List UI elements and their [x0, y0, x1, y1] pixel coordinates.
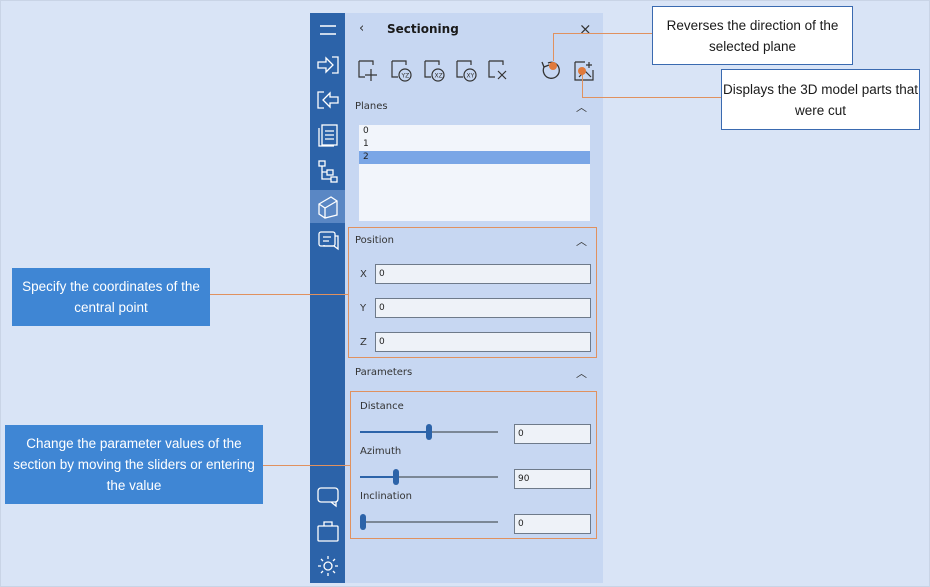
x-label: X: [360, 269, 367, 280]
svg-text:YZ: YZ: [401, 73, 410, 80]
z-coordinate-input[interactable]: 0: [375, 332, 591, 352]
plane-yz-icon[interactable]: YZ: [390, 59, 414, 83]
callout-line: [210, 294, 348, 295]
callout-line: [263, 465, 350, 466]
structure-tree-icon[interactable]: [315, 158, 340, 183]
y-label: Y: [360, 303, 367, 314]
list-item[interactable]: 0: [363, 126, 369, 136]
comments-icon[interactable]: [315, 228, 340, 253]
callout-marker: [578, 67, 586, 75]
planes-list[interactable]: 0 1 2: [359, 125, 590, 221]
inclination-slider-handle[interactable]: [360, 514, 366, 530]
azimuth-input[interactable]: 90: [514, 469, 591, 489]
azimuth-slider-handle[interactable]: [393, 469, 399, 485]
inclination-input[interactable]: 0: [514, 514, 591, 534]
callout-line: [553, 33, 554, 61]
svg-text:XY: XY: [467, 73, 475, 80]
position-highlight: [348, 227, 597, 358]
callout-line: [582, 74, 583, 97]
z-label: Z: [360, 337, 367, 348]
y-coordinate-input[interactable]: 0: [375, 298, 591, 318]
list-item[interactable]: 1: [363, 139, 369, 149]
list-item-selected[interactable]: 2: [359, 151, 590, 164]
menu-icon[interactable]: [315, 17, 340, 42]
azimuth-slider-fill: [360, 476, 396, 478]
position-heading: Position: [355, 235, 394, 246]
delete-plane-icon[interactable]: [487, 59, 511, 83]
plane-xy-icon[interactable]: XY: [455, 59, 479, 83]
plane-xz-icon[interactable]: XZ: [423, 59, 447, 83]
svg-text:XZ: XZ: [435, 73, 443, 80]
callout-parameters: Change the parameter values of the secti…: [5, 425, 263, 504]
back-button[interactable]: ‹: [359, 21, 365, 36]
planes-collapse-icon[interactable]: ︿: [576, 101, 587, 114]
chat-icon[interactable]: [315, 484, 340, 509]
close-button[interactable]: ×: [579, 20, 592, 38]
distance-slider-handle[interactable]: [426, 424, 432, 440]
export-icon[interactable]: [315, 87, 340, 112]
parameters-heading: Parameters: [355, 367, 413, 378]
icon-rail: [310, 13, 345, 583]
planes-heading: Planes: [355, 101, 388, 112]
distance-input[interactable]: 0: [514, 424, 591, 444]
callout-coordinates: Specify the coordinates of the central p…: [12, 268, 210, 326]
sectioning-panel: ‹ Sectioning × YZ XZ XY Planes ︿ 0 1 2 P…: [345, 13, 603, 583]
inclination-label: Inclination: [360, 491, 412, 502]
position-collapse-icon[interactable]: ︿: [576, 235, 587, 248]
parameters-collapse-icon[interactable]: ︿: [576, 367, 587, 380]
add-plane-icon[interactable]: [357, 59, 381, 83]
distance-slider-fill: [360, 431, 429, 433]
callout-marker: [549, 62, 557, 70]
x-coordinate-input[interactable]: 0: [375, 264, 591, 284]
briefcase-icon[interactable]: [315, 518, 340, 543]
document-icon[interactable]: [315, 122, 340, 147]
inclination-slider[interactable]: [360, 514, 498, 530]
callout-line: [582, 97, 721, 98]
callout-cut-parts: Displays the 3D model parts that were cu…: [721, 69, 920, 130]
azimuth-slider[interactable]: [360, 469, 498, 485]
parameters-highlight: [350, 391, 597, 539]
callout-line: [553, 33, 652, 34]
callout-reverse-direction: Reverses the direction of the selected p…: [652, 6, 853, 65]
settings-icon[interactable]: [315, 553, 340, 578]
import-icon[interactable]: [315, 52, 340, 77]
sectioning-icon[interactable]: [310, 190, 345, 223]
distance-label: Distance: [360, 401, 404, 412]
panel-title: Sectioning: [387, 22, 459, 36]
distance-slider[interactable]: [360, 424, 498, 440]
azimuth-label: Azimuth: [360, 446, 402, 457]
